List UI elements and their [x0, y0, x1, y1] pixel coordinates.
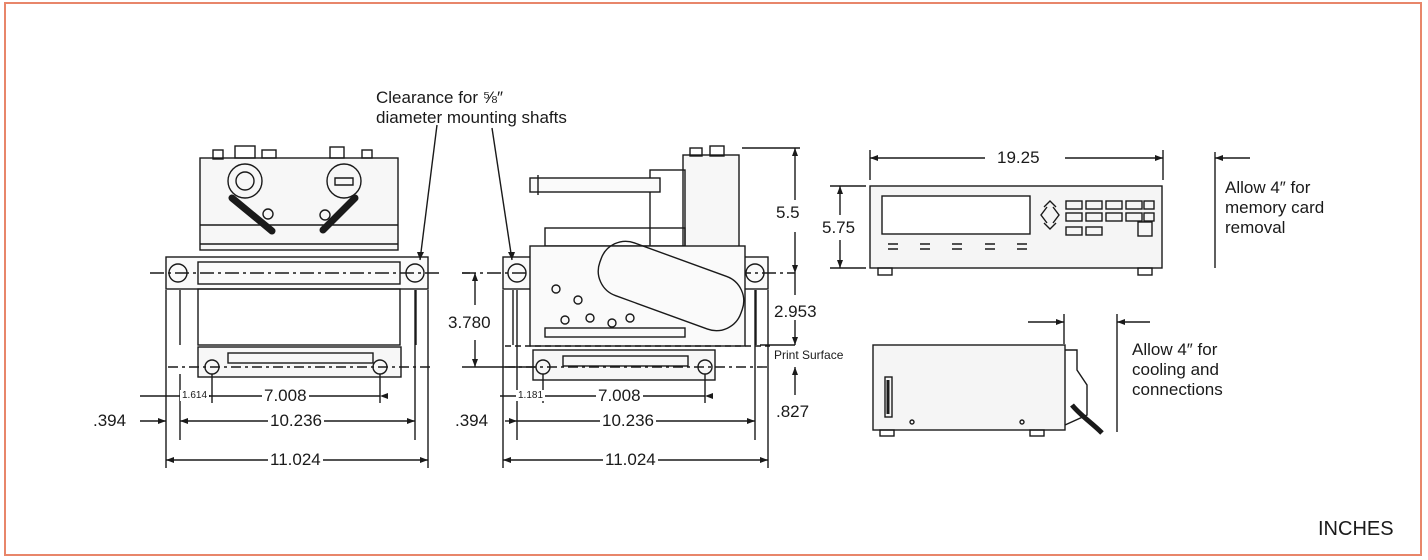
cooling-note-line3: connections — [1132, 380, 1223, 399]
callout-clearance-line1: Clearance for ⅝″ — [376, 88, 503, 107]
callout-clearance-line2: diameter mounting shafts — [376, 108, 567, 127]
memory-card-note-line2: memory card — [1225, 198, 1325, 217]
side-dim-1181: 1.181 — [516, 390, 546, 401]
side-dim-394: .394 — [455, 411, 489, 430]
side-dim-10236: 10.236 — [600, 411, 656, 430]
front-dim-7008: 7.008 — [262, 386, 309, 405]
side-print-surface: Print Surface — [772, 348, 846, 362]
controller-side-view — [872, 314, 1150, 437]
side-dim-3780: 3.780 — [448, 313, 491, 332]
memory-card-note-line3: removal — [1225, 218, 1286, 237]
side-dim-7008: 7.008 — [596, 386, 643, 405]
callout-leader-left — [419, 124, 438, 261]
callout-leader-right — [491, 127, 513, 261]
side-dim-2953: 2.953 — [774, 302, 817, 321]
side-dim-55: 5.5 — [776, 203, 800, 222]
front-dim-1614: 1.614 — [180, 390, 210, 401]
side-dim-11024: 11.024 — [603, 450, 658, 469]
controller-height-dim: 5.75 — [820, 218, 858, 237]
front-dim-11024: 11.024 — [268, 450, 323, 469]
front-view-printer — [140, 145, 440, 468]
front-dim-10236: 10.236 — [268, 411, 324, 430]
side-view-printer — [462, 145, 800, 468]
front-dim-394: .394 — [93, 411, 127, 430]
side-dim-827: .827 — [776, 402, 810, 421]
units-label: INCHES — [1318, 518, 1394, 540]
controller-width-dim: 19.25 — [995, 148, 1042, 167]
controller-front-view — [830, 150, 1250, 276]
cooling-note-line1: Allow 4″ for — [1132, 340, 1218, 359]
memory-card-note-line1: Allow 4″ for — [1225, 178, 1311, 197]
cooling-note-line2: cooling and — [1132, 360, 1219, 379]
